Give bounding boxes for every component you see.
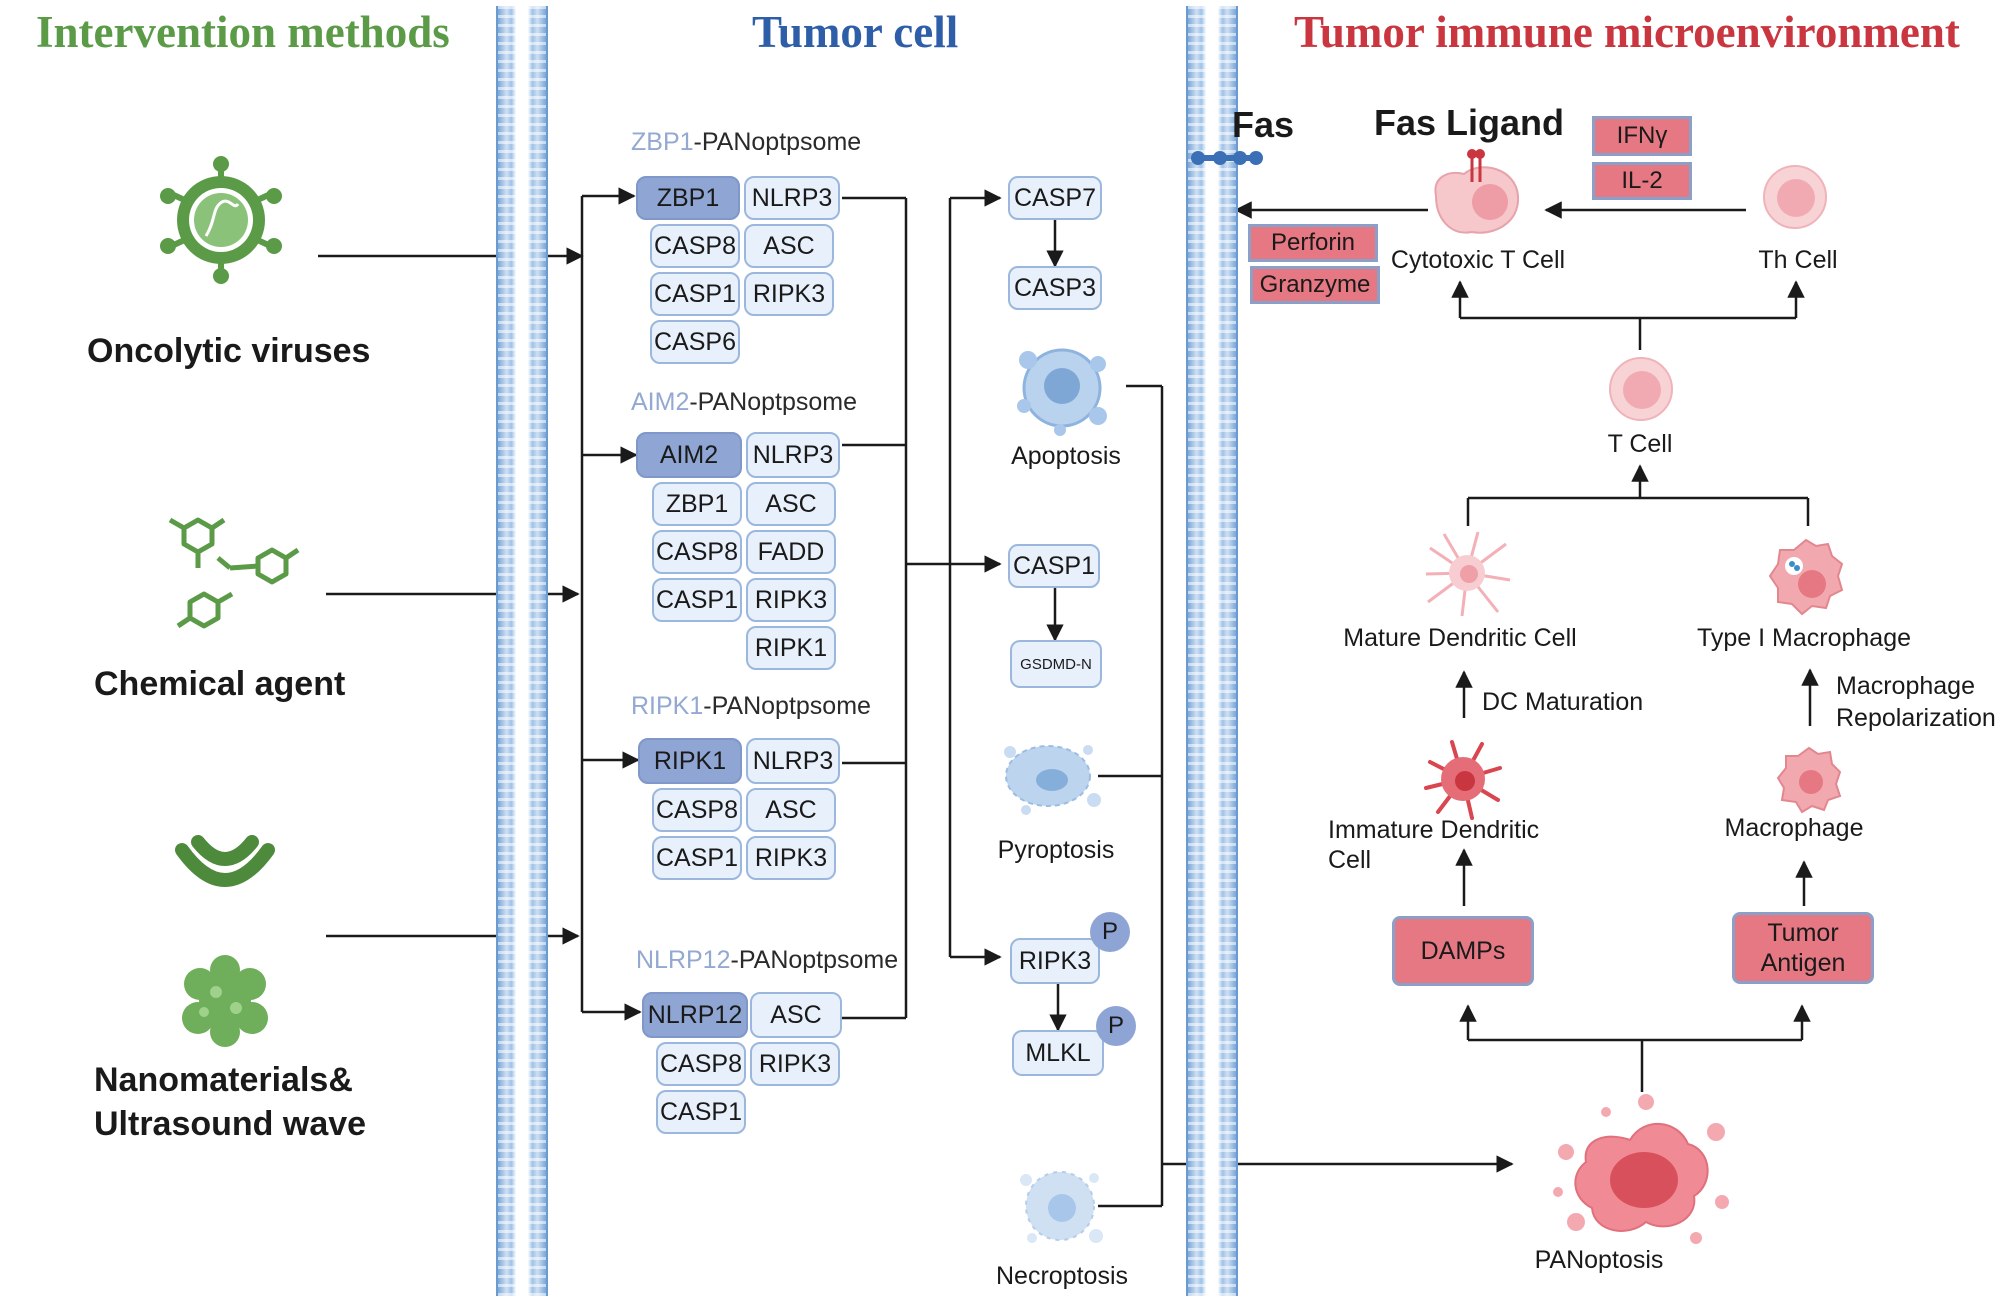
label-immature-dendritic-cell-line2: Cell: [1328, 846, 1372, 874]
label-th-cell: Th Cell: [1758, 246, 1838, 274]
fas-receptor-icon: [1191, 151, 1263, 165]
th-cell-icon: [1763, 165, 1827, 229]
protein-asc: ASC: [744, 224, 834, 268]
protein-casp8: CASP8: [652, 530, 742, 574]
protein-ripk3-pathway: RIPK3: [1010, 938, 1100, 984]
protein-ripk3: RIPK3: [750, 1042, 840, 1086]
cell-membrane-right: [1186, 6, 1238, 1296]
cytokine-il2: IL-2: [1592, 162, 1692, 200]
label-chemical-agent: Chemical agent: [94, 665, 346, 703]
t-cell-icon: [1609, 357, 1673, 421]
label-macrophage: Macrophage: [1724, 814, 1864, 842]
mature-dendritic-cell-icon: [1425, 531, 1511, 617]
protein-nlrp12-sensor: NLRP12: [642, 992, 748, 1038]
protein-casp1: CASP1: [656, 1090, 746, 1134]
label-ultrasound-wave: Ultrasound wave: [94, 1105, 367, 1143]
molecule-perforin: Perforin: [1248, 224, 1378, 262]
protein-ripk3: RIPK3: [744, 272, 834, 316]
label-panoptosis: PANoptosis: [1534, 1246, 1664, 1274]
title-ripk1-panoptosome: RIPK1-PANoptpsome: [631, 692, 871, 720]
phospho-badge-ripk3: P: [1090, 912, 1130, 952]
label-mature-dendritic-cell: Mature Dendritic Cell: [1343, 624, 1577, 652]
protein-casp1-pathway: CASP1: [1008, 544, 1100, 588]
label-tumor-antigen-line1: Tumor: [1767, 919, 1839, 947]
protein-fadd: FADD: [746, 530, 836, 574]
box-damps: DAMPs: [1392, 916, 1534, 986]
protein-asc: ASC: [750, 992, 842, 1038]
box-tumor-antigen: Tumor Antigen: [1732, 912, 1874, 984]
protein-asc: ASC: [746, 482, 836, 526]
protein-casp1: CASP1: [650, 272, 740, 316]
protein-nlrp3: NLRP3: [746, 738, 840, 784]
type1-macrophage-icon: [1768, 538, 1844, 616]
macrophage-icon: [1776, 746, 1842, 814]
apoptosis-cell-icon: [1017, 348, 1107, 436]
protein-casp1: CASP1: [652, 836, 742, 880]
ultrasound-wave-icon: [175, 835, 275, 887]
protein-aim2-sensor: AIM2: [636, 432, 742, 478]
label-apoptosis: Apoptosis: [1011, 442, 1121, 470]
protein-zbp1-sensor: ZBP1: [636, 176, 740, 220]
label-necroptosis: Necroptosis: [996, 1262, 1128, 1290]
nanoparticle-icon: [182, 955, 268, 1047]
label-t-cell: T Cell: [1607, 430, 1673, 458]
title-zbp1-panoptosome: ZBP1-PANoptpsome: [631, 128, 862, 156]
label-pyroptosis: Pyroptosis: [997, 836, 1115, 864]
protein-ripk3: RIPK3: [746, 836, 836, 880]
protein-gsdmd-n: GSDMD-N: [1010, 640, 1102, 688]
protein-casp6: CASP6: [650, 320, 740, 364]
protein-nlrp3: NLRP3: [744, 176, 840, 220]
protein-casp8: CASP8: [650, 224, 740, 268]
title-aim2-panoptosome: AIM2-PANoptpsome: [631, 388, 858, 416]
label-oncolytic-viruses: Oncolytic viruses: [87, 332, 371, 370]
molecule-granzyme: Granzyme: [1250, 266, 1380, 304]
label-macrophage-repolarization-line2: Repolarization: [1836, 704, 1996, 732]
protein-asc: ASC: [746, 788, 836, 832]
protein-casp8: CASP8: [656, 1042, 746, 1086]
protein-casp1: CASP1: [652, 578, 742, 622]
label-fas-ligand: Fas Ligand: [1374, 102, 1565, 143]
protein-casp8: CASP8: [652, 788, 742, 832]
immature-dendritic-cell-icon: [1424, 740, 1502, 820]
label-nanomaterials: Nanomaterials&: [94, 1061, 353, 1099]
virus-icon: [160, 156, 282, 284]
label-macrophage-repolarization-line1: Macrophage: [1836, 672, 1975, 700]
label-type1-macrophage: Type I Macrophage: [1696, 624, 1911, 652]
title-nlrp12-panoptosome: NLRP12-PANoptpsome: [636, 946, 899, 974]
cell-membrane-left: [496, 6, 548, 1296]
label-fas: Fas: [1232, 104, 1295, 145]
cytokine-ifng: IFNγ: [1592, 116, 1692, 156]
protein-ripk1: RIPK1: [746, 626, 836, 670]
label-immature-dendritic-cell-line1: Immature Dendritic: [1328, 816, 1540, 844]
molecule-icon: [168, 517, 300, 629]
panoptosis-cell-icon: [1553, 1094, 1729, 1244]
pyroptosis-cell-icon: [1004, 745, 1101, 815]
label-cytotoxic-t-cell: Cytotoxic T Cell: [1390, 246, 1566, 274]
cytotoxic-t-cell-icon: [1434, 149, 1520, 234]
header-tumor-cell: Tumor cell: [752, 7, 959, 57]
protein-casp7: CASP7: [1008, 176, 1102, 220]
protein-ripk3: RIPK3: [746, 578, 836, 622]
protein-casp3: CASP3: [1008, 266, 1102, 310]
phospho-badge-mlkl: P: [1096, 1006, 1136, 1046]
protein-zbp1: ZBP1: [652, 482, 742, 526]
protein-ripk1-sensor: RIPK1: [638, 738, 742, 784]
header-intervention-methods: Intervention methods: [36, 7, 450, 57]
header-tumor-immune-microenvironment: Tumor immune microenvironment: [1294, 7, 1960, 57]
label-tumor-antigen-line2: Antigen: [1760, 949, 1846, 977]
label-dc-maturation: DC Maturation: [1482, 688, 1644, 716]
protein-nlrp3: NLRP3: [746, 432, 840, 478]
necroptosis-cell-icon: [1020, 1171, 1103, 1243]
protein-mlkl: MLKL: [1012, 1030, 1104, 1076]
